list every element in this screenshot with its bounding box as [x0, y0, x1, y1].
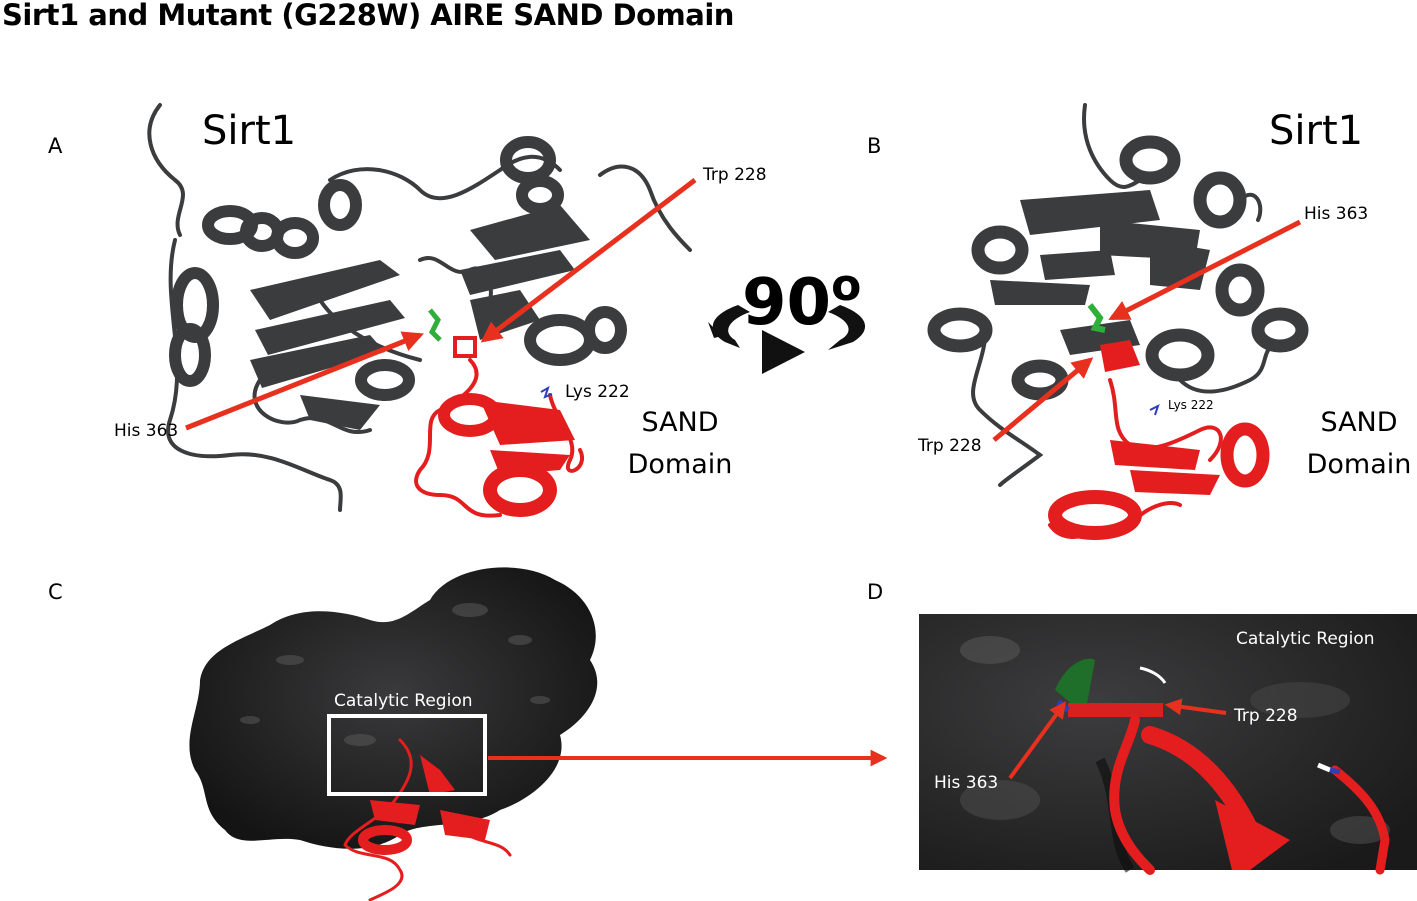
- arrow-b-trp228: [992, 357, 1094, 442]
- rotation-label: 90o: [742, 260, 861, 340]
- panel-b-letter: B: [867, 134, 882, 158]
- panel-b-lys222-label: Lys 222: [1168, 398, 1214, 412]
- panel-b-protein-name: Sirt1: [1269, 108, 1364, 154]
- panel-b-domain-line1: SAND: [1320, 407, 1398, 438]
- arrow-d-his363: [1008, 701, 1066, 780]
- panel-a-lys222-label: Lys 222: [565, 382, 630, 402]
- panel-c-sand-domain: [343, 738, 512, 901]
- figure-title: Sirt1 and Mutant (G228W) AIRE SAND Domai…: [2, 0, 734, 32]
- panel-a-his363-label: His 363: [114, 421, 179, 441]
- panel-c-catalytic-region-label: Catalytic Region: [334, 691, 473, 711]
- arrow-b-his363: [1108, 219, 1302, 321]
- arrow-d-trp228: [1164, 698, 1227, 716]
- panel-a-domain-line2: Domain: [627, 449, 733, 480]
- rotate-arrows-icon: [708, 305, 866, 350]
- panel-a-domain-line1: SAND: [641, 407, 719, 438]
- panel-a-sand-domain-label: SAND Domain: [622, 402, 738, 486]
- panel-d-sand-ribbon: [1068, 703, 1390, 875]
- arrow-a-his363: [185, 331, 424, 431]
- panel-d-his363-label: His 363: [934, 773, 999, 793]
- arrow-a-trp228: [480, 178, 697, 343]
- panel-a-trp228-label: Trp 228: [703, 165, 767, 185]
- rotation-value: 90: [742, 266, 832, 340]
- panel-a-letter: A: [48, 134, 63, 158]
- panel-b-his363-label: His 363: [1304, 204, 1369, 224]
- panel-d-letter: D: [867, 580, 884, 604]
- rotation-unit: o: [831, 260, 862, 311]
- panel-a-sirt1-ribbon: [147, 103, 692, 512]
- play-triangle-icon: [762, 330, 805, 374]
- panel-a-protein-name: Sirt1: [202, 108, 297, 154]
- panel-c-letter: C: [48, 580, 63, 604]
- panel-c-catalytic-box: [327, 714, 487, 796]
- panel-d-surface-shading: [960, 636, 1390, 873]
- panel-b-domain-line2: Domain: [1306, 449, 1412, 480]
- panel-a-sand-domain: [414, 336, 584, 518]
- panel-b-trp228-label: Trp 228: [918, 436, 982, 456]
- panel-b-sand-domain: [1048, 340, 1270, 540]
- panel-b-sand-domain-label: SAND Domain: [1301, 402, 1417, 486]
- panel-d-trp228-label: Trp 228: [1234, 706, 1298, 726]
- panel-c-sirt1-surface: [189, 567, 598, 849]
- panel-d-catalytic-region-label: Catalytic Region: [1236, 629, 1375, 649]
